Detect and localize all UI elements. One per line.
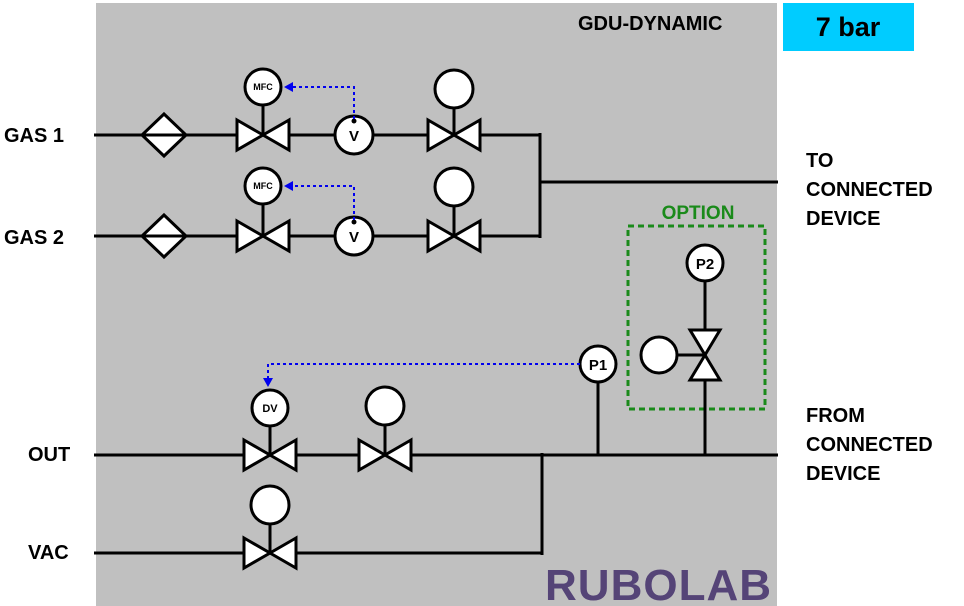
- gas1-filter-icon: [139, 111, 189, 159]
- gas2-mfc: MFC: [243, 166, 283, 206]
- port-out-label: OUT: [28, 444, 70, 466]
- option-valve-icon: [639, 328, 723, 455]
- gas2-mfc-valve-icon: [235, 203, 291, 254]
- gas2-mfc-label: MFC: [253, 181, 273, 191]
- p2-gauge: P2: [685, 243, 725, 330]
- gas2-v-label: V: [349, 229, 359, 246]
- from-device-label-1: FROM: [806, 405, 865, 427]
- p1-gauge: P1: [578, 344, 618, 455]
- gas1-v-meter: V: [333, 114, 375, 156]
- port-gas1-label: GAS 1: [4, 125, 64, 147]
- gas2-v-meter: V: [333, 215, 375, 257]
- gas1-mfc: MFC: [243, 67, 283, 107]
- option-label: OPTION: [662, 203, 735, 224]
- system-title: GDU-DYNAMIC: [578, 13, 722, 35]
- p1-label: P1: [589, 357, 607, 374]
- port-vac-label: VAC: [28, 542, 69, 564]
- p2-label: P2: [696, 256, 714, 273]
- to-device-label-2: CONNECTED: [806, 179, 933, 201]
- pressure-badge: 7 bar: [816, 12, 881, 42]
- dv-valve-icon: [242, 425, 298, 473]
- from-device-label-3: DEVICE: [806, 463, 880, 485]
- dv-label: DV: [262, 403, 278, 415]
- gas2-shutoff-valve-icon: [426, 166, 482, 254]
- pressure-badge-bg: [783, 3, 914, 51]
- dv-actuator: DV: [250, 388, 290, 428]
- system-panel: [96, 3, 777, 606]
- out-shutoff-valve-icon: [357, 385, 413, 473]
- port-gas2-label: GAS 2: [4, 227, 64, 249]
- to-device-label-1: TO: [806, 150, 833, 172]
- gas1-shutoff-valve-icon: [426, 68, 482, 153]
- brand-logo: RUBOLAB: [545, 561, 772, 606]
- gas1-mfc-valve-icon: [235, 103, 291, 153]
- gas2-filter-icon: [139, 212, 189, 260]
- from-device-label-2: CONNECTED: [806, 434, 933, 456]
- gas1-mfc-label: MFC: [253, 82, 273, 92]
- vac-shutoff-valve-icon: [242, 484, 298, 571]
- gas1-v-label: V: [349, 128, 359, 145]
- to-device-label-3: DEVICE: [806, 208, 880, 230]
